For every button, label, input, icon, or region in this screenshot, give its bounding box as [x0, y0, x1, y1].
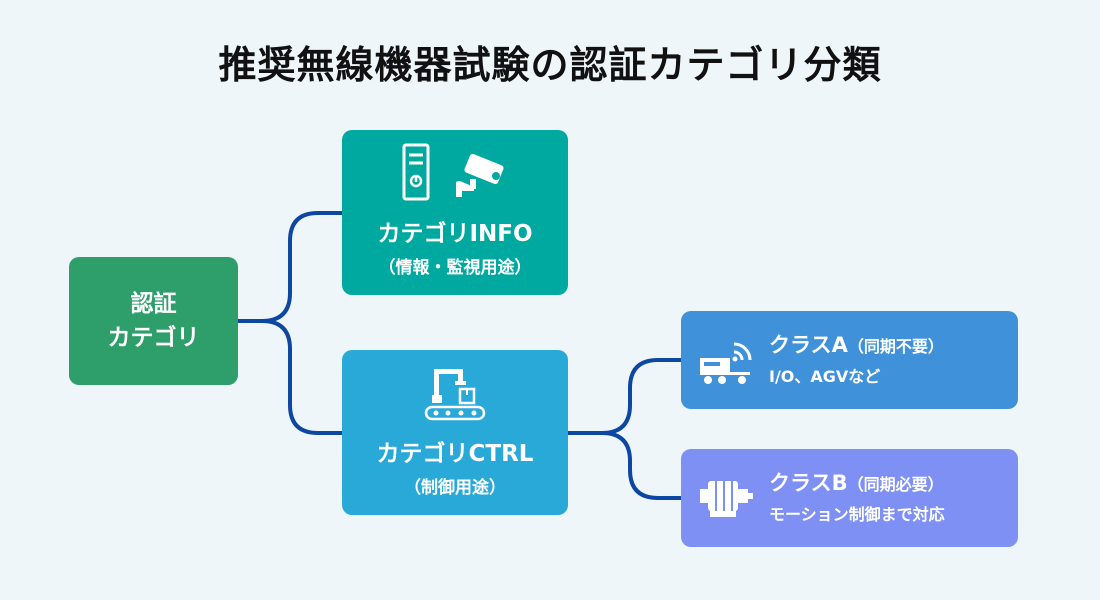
category-info-node: カテゴリINFO （情報・監視用途）: [342, 130, 568, 295]
class-a-title: クラスA（同期不要）: [769, 330, 944, 362]
class-a-node: クラスA（同期不要） I/O、AGVなど: [681, 311, 1018, 409]
category-info-name: カテゴリINFO: [377, 221, 533, 247]
class-a-desc: I/O、AGVなど: [769, 367, 881, 386]
root-label-line1: 認証: [130, 291, 177, 317]
connector-root-to-info: [238, 211, 342, 323]
server-tower-icon: [402, 143, 430, 205]
robot-arm-conveyor-icon: [424, 365, 486, 425]
connector-root-to-ctrl: [238, 319, 342, 435]
agv-wireless-icon: [695, 334, 757, 386]
class-b-paren: （同期必要）: [847, 475, 944, 494]
root-node: 認証 カテゴリ: [69, 257, 238, 385]
category-info-sub: （情報・監視用途）: [378, 258, 532, 278]
category-ctrl-name: カテゴリCTRL: [376, 441, 534, 467]
class-b-title: クラスB（同期必要）: [769, 468, 945, 500]
class-a-paren: （同期不要）: [847, 337, 944, 356]
connector-ctrl-to-class-b: [568, 431, 681, 500]
class-b-name: クラスB: [769, 471, 848, 495]
category-ctrl-node: カテゴリCTRL （制御用途）: [342, 350, 568, 515]
security-camera-icon: [452, 153, 508, 205]
connector-ctrl-to-class-a: [568, 358, 681, 435]
servo-motor-icon: [695, 475, 757, 521]
root-label-line2: カテゴリ: [107, 325, 200, 351]
class-a-name: クラスA: [769, 333, 848, 357]
class-b-node: クラスB（同期必要） モーション制御まで対応: [681, 449, 1018, 547]
class-b-desc: モーション制御まで対応: [769, 505, 945, 524]
category-ctrl-sub: （制御用途）: [404, 478, 506, 498]
page-title: 推奨無線機器試験の認証カテゴリ分類: [218, 43, 882, 87]
